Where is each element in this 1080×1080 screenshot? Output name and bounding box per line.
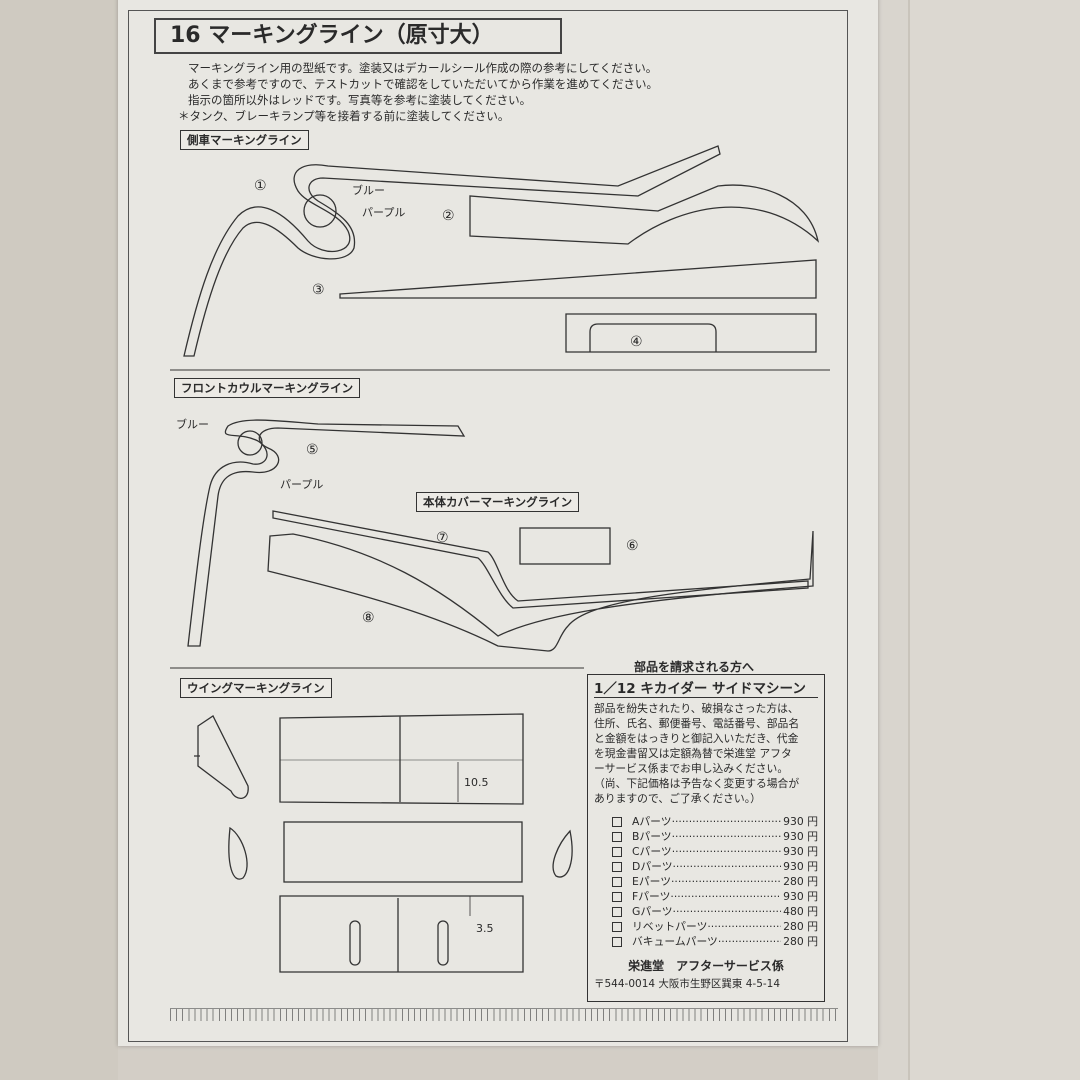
label-1: ① <box>254 178 267 194</box>
checkbox-icon <box>612 891 622 902</box>
parts-list: Aパーツ930 円Bパーツ930 円Cパーツ930 円Dパーツ930 円Eパーツ… <box>612 814 818 949</box>
part-list-item: Fパーツ930 円 <box>612 889 818 904</box>
label-blue: ブルー <box>176 418 209 431</box>
part-list-item: リベットパーツ280 円 <box>612 919 818 934</box>
company-address: 〒544-0014 大阪市生野区巽東 4-5-14 <box>594 978 781 990</box>
sidecar-line-4 <box>565 313 817 353</box>
body-cover-part-6 <box>519 527 611 565</box>
order-line: 住所、氏名、郵便番号、電話番号、部品名 <box>594 717 800 730</box>
part-name: Fパーツ <box>632 889 781 904</box>
part-name: リベットパーツ <box>632 919 781 934</box>
label-7: ⑦ <box>436 530 449 546</box>
front-cowl-circle <box>237 430 263 456</box>
order-line: と金額をはっきりと御記入いただき、代金 <box>594 732 799 745</box>
wing-fin-small-left <box>228 826 248 880</box>
part-list-item: Aパーツ930 円 <box>612 814 818 829</box>
part-list-item: Eパーツ280 円 <box>612 874 818 889</box>
checkbox-icon <box>612 816 622 827</box>
part-price: 930 円 <box>783 890 818 903</box>
sidecar-line-2 <box>469 184 820 245</box>
part-list-item: Bパーツ930 円 <box>612 829 818 844</box>
label-blue: ブルー <box>352 184 385 197</box>
part-name: バキュームパーツ <box>632 934 781 949</box>
part-price: 930 円 <box>783 860 818 873</box>
checkbox-icon <box>612 906 622 917</box>
part-price: 480 円 <box>783 905 818 918</box>
part-price: 280 円 <box>783 920 818 933</box>
checkbox-icon <box>612 846 622 857</box>
order-line: ありますので、ご了承ください。） <box>594 792 761 805</box>
sidecar-circle <box>303 194 337 228</box>
order-line: 部品を紛失されたり、破損なさった方は、 <box>594 702 799 715</box>
label-5: ⑤ <box>306 442 319 458</box>
company-name: 栄進堂 アフターサービス係 <box>628 959 784 973</box>
part-price: 280 円 <box>783 935 818 948</box>
section-heading-body-cover: 本体カバーマーキングライン <box>416 492 580 512</box>
intro-text: マーキングライン用の型紙です。塗装又はデカールシール作成の際の参考にしてください… <box>178 60 658 124</box>
sidecar-line-3 <box>339 259 817 299</box>
section-heading-wing: ウイングマーキングライン <box>180 678 332 698</box>
part-name: Dパーツ <box>632 859 781 874</box>
part-name: Gパーツ <box>632 904 781 919</box>
part-name: Cパーツ <box>632 844 781 859</box>
body-cover-line-8 <box>267 530 814 652</box>
wing-panel-bottom <box>279 895 524 973</box>
body-cover-line-7 <box>272 510 809 609</box>
order-line: （尚、下記価格は予告なく変更する場合が <box>594 777 800 790</box>
part-price: 930 円 <box>783 830 818 843</box>
wing-fin-small-right <box>552 829 573 878</box>
part-name: Bパーツ <box>632 829 781 844</box>
part-price: 930 円 <box>783 815 818 828</box>
label-8: ⑧ <box>362 610 375 626</box>
parts-order-box: 1／12 キカイダー サイドマシーン 部品を紛失されたり、破損なさった方は、 住… <box>587 674 825 1002</box>
background-left <box>0 0 118 1080</box>
marking-line-drawings <box>170 145 830 973</box>
intro-line: ＊タンク、ブレーキランプ等を接着する前に塗装してください。 <box>178 109 510 123</box>
label-3: ③ <box>312 282 325 298</box>
part-price: 930 円 <box>783 845 818 858</box>
label-purple: パープル <box>280 478 324 491</box>
part-list-item: Gパーツ480 円 <box>612 904 818 919</box>
order-line: を現金書留又は定額為替で栄進堂 アフタ <box>594 747 792 760</box>
front-cowl-line-5 <box>187 419 466 647</box>
part-list-item: Cパーツ930 円 <box>612 844 818 859</box>
section-heading-front-cowl: フロントカウルマーキングライン <box>174 378 361 398</box>
checkbox-icon <box>612 876 622 887</box>
section-heading-sidecar: 側車マーキングライン <box>180 130 309 150</box>
checkbox-icon <box>612 936 622 947</box>
product-name: 1／12 キカイダー サイドマシーン <box>594 677 818 698</box>
label-purple: パープル <box>362 206 406 219</box>
checkbox-icon <box>612 921 622 932</box>
wing-panel-middle <box>283 821 523 883</box>
wing-panel-top <box>279 713 524 805</box>
wing-fin-left <box>194 715 249 799</box>
label-4: ④ <box>630 334 643 350</box>
part-name: Eパーツ <box>632 874 781 889</box>
page-title: 16 マーキングライン（原寸大） <box>154 18 562 54</box>
part-list-item: バキュームパーツ280 円 <box>612 934 818 949</box>
label-6: ⑥ <box>626 538 639 554</box>
checkbox-icon <box>612 861 622 872</box>
intro-line: マーキングライン用の型紙です。塗装又はデカールシール作成の際の参考にしてください… <box>188 61 658 75</box>
instruction-page: 16 マーキングライン（原寸大） マーキングライン用の型紙です。塗装又はデカール… <box>118 0 878 1046</box>
order-line: ーサービス係までお申し込みください。 <box>594 762 789 775</box>
part-list-item: Dパーツ930 円 <box>612 859 818 874</box>
box-edge <box>908 0 1080 1080</box>
dimension-label: 10.5 <box>464 776 489 789</box>
part-price: 280 円 <box>783 875 818 888</box>
intro-line: あくまで参考ですので、テストカットで確認をしていただいてから作業を進めてください… <box>188 77 658 91</box>
dimension-label: 3.5 <box>476 922 494 935</box>
sheet-border <box>128 10 848 1042</box>
label-2: ② <box>442 208 455 224</box>
order-instructions: 部品を紛失されたり、破損なさった方は、 住所、氏名、郵便番号、電話番号、部品名 … <box>594 701 818 806</box>
sidecar-line-1 <box>183 145 721 357</box>
checkbox-icon <box>612 831 622 842</box>
ruler-scale <box>170 1008 838 1021</box>
part-name: Aパーツ <box>632 814 781 829</box>
intro-line: 指示の箇所以外はレッドです。写真等を参考に塗装してください。 <box>188 93 532 107</box>
